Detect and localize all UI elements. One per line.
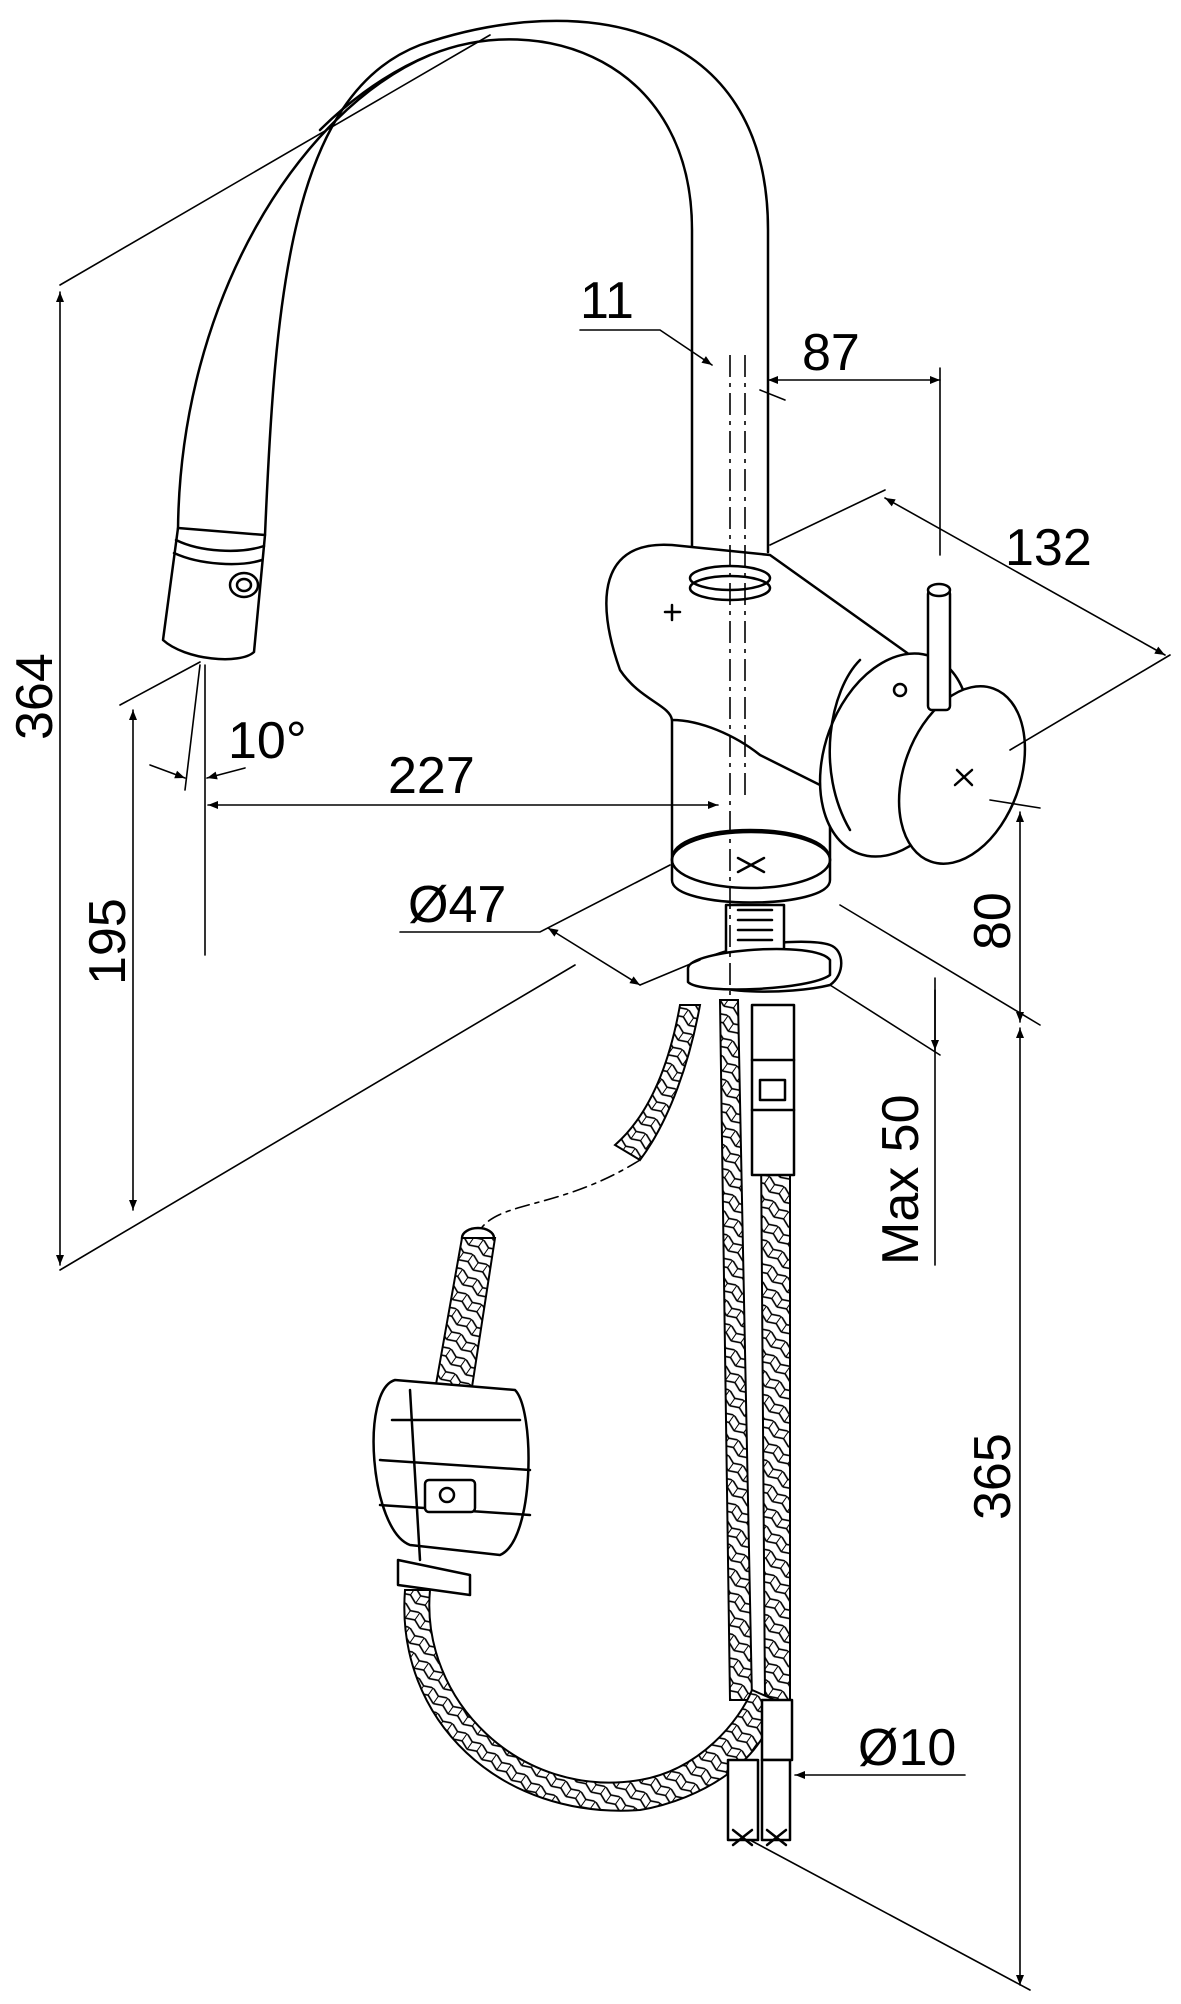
dim-dia10: Ø10 (794, 1719, 966, 1779)
dim-10deg: 10° (149, 664, 307, 956)
dim-364-label: 364 (6, 653, 64, 740)
dim-364: 364 (6, 34, 576, 1271)
counterweight (372, 1378, 532, 1597)
mounting-kit (686, 903, 843, 993)
dim-132-label: 132 (1005, 519, 1092, 577)
dim-80-label: 80 (964, 892, 1022, 950)
supply-hoses (403, 999, 796, 1847)
dim-11-label: 11 (580, 272, 634, 330)
dim-max50-label: Max 50 (872, 1094, 930, 1265)
dim-87: 87 (767, 324, 941, 556)
dim-365: 365 (749, 1027, 1031, 1991)
dim-227-label: 227 (388, 747, 475, 805)
dim-87-label: 87 (802, 324, 860, 382)
dim-227: 227 (207, 747, 719, 809)
dim-365-label: 365 (964, 1433, 1022, 1520)
dim-dia10-label: Ø10 (858, 1719, 956, 1777)
brand-logo-icon (423, 1478, 477, 1514)
dim-11: 11 (579, 272, 786, 401)
spout (176, 19, 770, 554)
dim-dia47-label: Ø47 (408, 876, 506, 934)
dim-195-label: 195 (79, 898, 137, 985)
dim-max50: Max 50 (829, 977, 941, 1266)
spray-head (161, 526, 267, 661)
base-plate (670, 828, 832, 904)
dim-132: 132 (769, 489, 1171, 751)
dim-10deg-label: 10° (228, 712, 307, 770)
spray-button-icon (228, 571, 260, 599)
dim-195: 195 (79, 661, 201, 1211)
dim-80: 80 (839, 799, 1041, 1026)
dim-dia47: Ø47 (399, 864, 701, 986)
pullout-hose (433, 1004, 702, 1402)
